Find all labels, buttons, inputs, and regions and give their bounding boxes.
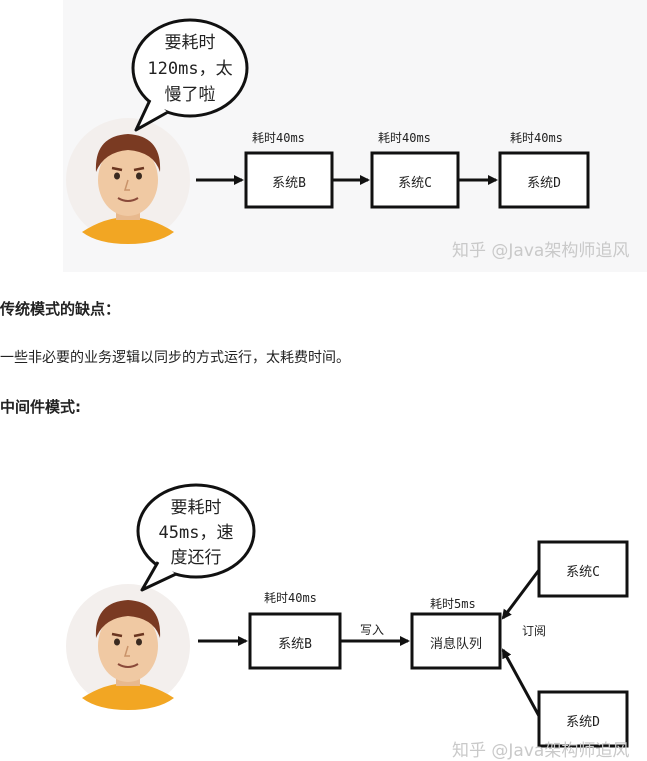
- speech-line: 慢了啦: [164, 85, 216, 105]
- node-time-label: 耗时40ms: [378, 131, 431, 145]
- edge-label-subscribe: 订阅: [522, 624, 547, 638]
- arrow-c-to-queue: [501, 569, 541, 620]
- heading-middleware-mode: 中间件模式:: [0, 398, 81, 416]
- edge-label-write: 写入: [360, 623, 385, 637]
- node-system-d-box: [498, 151, 590, 209]
- watermark: 知乎 @Java架构师追风: [452, 741, 630, 761]
- node-system-b-box: [244, 151, 334, 209]
- arrow-d-to-queue: [501, 648, 541, 717]
- paragraph-drawbacks: 一些非必要的业务逻辑以同步的方式运行，太耗费时间。: [0, 350, 350, 366]
- speech-bubble: [136, 483, 256, 592]
- speech-text: 要耗时 120ms，太 慢了啦: [138, 30, 242, 108]
- heading-traditional-drawbacks: 传统模式的缺点：: [0, 300, 121, 318]
- node-time-label: 耗时40ms: [264, 591, 317, 605]
- node-system-c-box: [370, 151, 460, 209]
- speech-line: 度还行: [170, 548, 222, 568]
- speech-line: 120ms，太: [147, 59, 233, 79]
- node-system-c-label: 系统C: [398, 176, 432, 191]
- node-system-d-box: [537, 690, 629, 748]
- node-message-queue-box: [410, 612, 502, 670]
- node-system-d-label: 系统D: [566, 715, 600, 730]
- node-system-c-label: 系统C: [566, 565, 600, 580]
- avatar-person-icon: [66, 584, 190, 710]
- avatar-person-icon: [66, 118, 190, 244]
- node-system-d-label: 系统D: [527, 176, 561, 191]
- speech-bubble: [131, 18, 249, 132]
- speech-line: 要耗时: [170, 498, 222, 518]
- speech-line: 要耗时: [164, 33, 216, 53]
- watermark: 知乎 @Java架构师追风: [452, 241, 630, 261]
- speech-line: 45ms，速: [158, 523, 234, 543]
- node-system-b-label: 系统B: [272, 176, 306, 191]
- node-system-c-box: [537, 540, 629, 598]
- node-message-queue-label: 消息队列: [429, 637, 482, 652]
- node-time-label: 耗时40ms: [510, 131, 563, 145]
- node-system-b-label: 系统B: [278, 637, 312, 652]
- speech-text: 要耗时 45ms，速 度还行: [144, 496, 248, 571]
- node-time-label: 耗时40ms: [252, 131, 305, 145]
- node-time-label: 耗时5ms: [430, 597, 476, 611]
